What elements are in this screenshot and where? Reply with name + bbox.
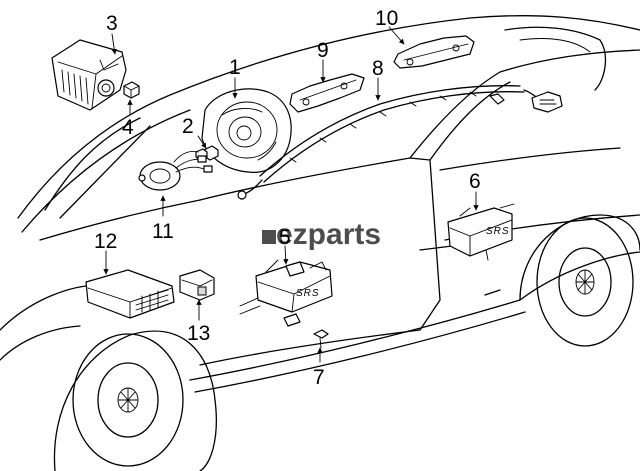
srs-label-front: SRS (296, 288, 320, 299)
watermark: ezparts (262, 218, 381, 251)
curtain-airbag (237, 85, 563, 200)
srs-label-rear: SRS (486, 226, 510, 237)
bracket-part-9 (289, 73, 365, 113)
callout-3: 3 (106, 12, 118, 35)
leader-lines (103, 26, 479, 363)
clock-spring (138, 150, 213, 191)
screw-part-7 (313, 329, 329, 349)
steering-wheel-airbag (201, 88, 292, 173)
callout-4: 4 (122, 116, 134, 139)
callout-13: 13 (187, 322, 210, 345)
callout-6: 6 (469, 170, 481, 193)
callout-11: 11 (152, 220, 174, 243)
srs-control-unit (85, 269, 175, 319)
side-airbag-module-rear: SRS (447, 203, 515, 261)
callout-numbers: 1 2 3 4 5 6 7 8 9 10 11 12 13 (94, 7, 481, 389)
callout-10: 10 (375, 7, 398, 30)
rear-wheel (519, 214, 640, 347)
front-wheel (53, 330, 217, 471)
callout-7: 7 (313, 366, 325, 389)
side-airbag-module-front: SRS (239, 259, 333, 327)
sensor-part-13 (179, 269, 215, 301)
nut-part-4 (123, 81, 140, 99)
callout-8: 8 (372, 57, 384, 80)
watermark-text: ezparts (276, 218, 381, 251)
callout-12: 12 (94, 230, 117, 253)
callout-1: 1 (229, 56, 241, 79)
callout-2: 2 (182, 115, 194, 138)
callout-9: 9 (317, 39, 329, 62)
callout-5: 5 (279, 226, 291, 249)
bracket-part-10 (393, 35, 475, 69)
passenger-airbag-module (51, 39, 127, 111)
